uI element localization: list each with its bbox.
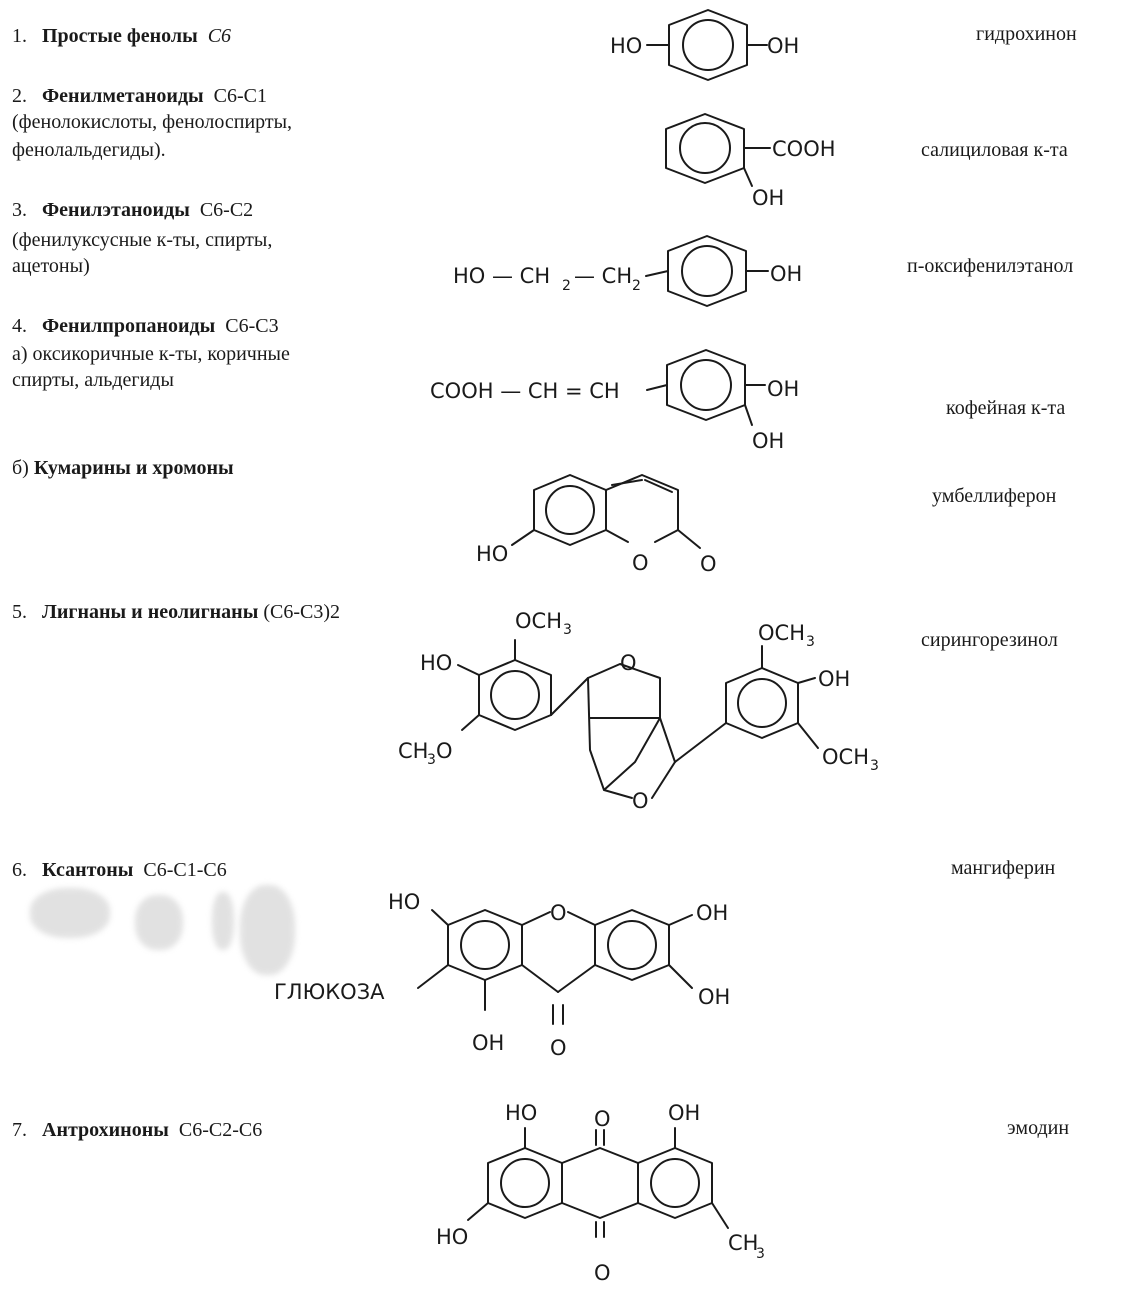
row-4b-heading: б) Кумарины и хромоны	[12, 457, 234, 479]
oh-label: OH	[752, 186, 784, 210]
subscript: 3	[427, 752, 436, 768]
example-oxyphenylethanol: п-оксифенилэтанол	[907, 255, 1074, 277]
umbelliferone-structure: HO O O	[476, 474, 717, 576]
oh-label: OH	[767, 34, 799, 58]
example-umbelliferone: умбеллиферон	[932, 485, 1057, 507]
row-4-heading: 4. Фенилпропаноиды C6-C3	[12, 315, 279, 337]
scan-smudge	[135, 895, 183, 950]
caffeic-acid-structure: COOH — CH = CH OH OH	[430, 349, 799, 453]
ring-oxygen-label: O	[620, 651, 637, 675]
example-hydroquinone: гидрохинон	[976, 23, 1077, 45]
row-6-heading: 6. Ксантоны C6-C1-C6	[12, 859, 227, 881]
row-4-note-1: а) оксикоричные к-ты, коричные	[12, 343, 290, 365]
example-caffeic-acid: кофейная к-та	[946, 397, 1066, 419]
row-2-heading: 2. Фенилметаноиды C6-C1	[12, 85, 268, 107]
row-7-heading: 7. Антрохиноны C6-C2-C6	[12, 1119, 263, 1141]
row-3-heading: 3. Фенилэтаноиды C6-C2	[12, 199, 254, 221]
och3-label: OCH	[758, 621, 805, 645]
carbonyl-oxygen-label: O	[594, 1107, 611, 1131]
subscript: 3	[756, 1246, 765, 1262]
row-3-note-2: ацетоны)	[12, 255, 90, 277]
scan-smudge	[212, 892, 234, 950]
subscript: 2	[562, 278, 571, 294]
ho-label: HO	[436, 1225, 468, 1249]
syringaresinol-structure: OCH 3 HO CH 3 O O O OCH 3 OH OCH 3	[398, 609, 879, 813]
och3-label: OCH	[515, 609, 562, 633]
och3-label: OCH	[822, 745, 869, 769]
emodin-structure: HO O OH HO O CH 3	[436, 1101, 765, 1285]
subscript: 3	[870, 758, 879, 774]
example-mangiferin: мангиферин	[951, 857, 1056, 879]
oh-label: OH	[696, 901, 728, 925]
row-2-note-1: (фенолокислоты, фенолоспирты,	[12, 111, 293, 133]
mangiferin-structure: O HO ГЛЮКОЗА OH O OH OH	[274, 890, 730, 1060]
oh-label: OH	[698, 985, 730, 1009]
row-3-note-1: (фенилуксусные к-ты, спирты,	[12, 229, 273, 251]
oh-label: OH	[472, 1031, 504, 1055]
subscript: 3	[806, 634, 815, 650]
subscript: 3	[563, 622, 572, 638]
subscript: 2	[632, 278, 641, 294]
oh-label: OH	[668, 1101, 700, 1125]
ho-ch2-label: HO — CH	[453, 264, 550, 288]
ho-label: HO	[505, 1101, 537, 1125]
salicylic-acid-structure: COOH OH	[665, 113, 836, 210]
example-syringaresinol: сирингорезинол	[921, 629, 1058, 651]
ho-label: HO	[476, 542, 508, 566]
scan-smudge	[240, 885, 295, 975]
row-2-note-2: фенолальдегиды).	[12, 139, 166, 161]
ho-label: HO	[420, 651, 452, 675]
oh-label: OH	[818, 667, 850, 691]
carbonyl-oxygen-label: O	[594, 1261, 611, 1285]
ring-oxygen-label: O	[632, 789, 649, 813]
scan-smudge	[30, 888, 110, 938]
example-emodin: эмодин	[1007, 1117, 1070, 1139]
hydroquinone-structure: HO OH	[610, 9, 799, 81]
ring-oxygen-label: O	[550, 901, 567, 925]
cooh-label: COOH	[772, 137, 836, 161]
ho-label: HO	[610, 34, 642, 58]
oxyphenylethanol-structure: HO — CH 2 — CH 2 OH	[453, 235, 802, 307]
ch2-label: — CH	[574, 264, 632, 288]
row-1-heading: 1. Простые фенолы C6	[12, 25, 232, 47]
ring-oxygen-label: O	[632, 551, 649, 575]
cooh-ch-ch-label: COOH — CH = CH	[430, 379, 620, 403]
ch3o-label: CH	[398, 739, 428, 763]
glucose-label: ГЛЮКОЗА	[274, 980, 385, 1004]
row-5-heading: 5. Лигнаны и неолигнаны (C6-C3)2	[12, 601, 340, 623]
example-salicylic-acid: салициловая к-та	[921, 139, 1068, 161]
oh-label: OH	[767, 377, 799, 401]
carbonyl-oxygen-label: O	[700, 552, 717, 576]
oh-label: OH	[752, 429, 784, 453]
oh-label: OH	[770, 262, 802, 286]
carbonyl-oxygen-label: O	[550, 1036, 567, 1060]
o-label: O	[436, 739, 453, 763]
row-4-note-2: спирты, альдегиды	[12, 369, 174, 391]
ch3-label: CH	[728, 1231, 758, 1255]
ho-label: HO	[388, 890, 420, 914]
